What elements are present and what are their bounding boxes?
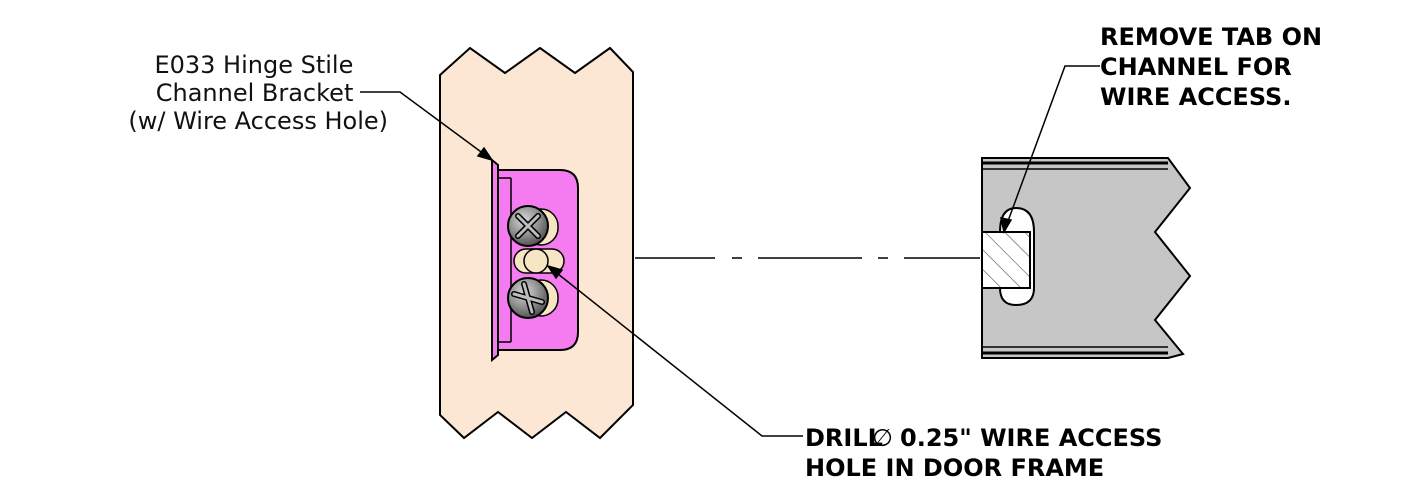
channel-section-body — [981, 157, 1192, 359]
leader-bracket — [360, 91, 494, 162]
drill-note-line1: 0.25" WIRE ACCESS — [900, 424, 1162, 452]
remove-tab-note: REMOVE TAB ON CHANNEL FOR WIRE ACCESS. — [1100, 23, 1330, 111]
bracket-label-line3: (w/ Wire Access Hole) — [128, 107, 388, 135]
remove-tab-line1: REMOVE TAB ON — [1100, 23, 1322, 51]
phillips-screw-icon — [507, 277, 549, 319]
leader-drill — [546, 264, 803, 437]
channel-section — [981, 157, 1192, 359]
leader-remove-tab — [1000, 65, 1100, 235]
bracket-label-line2: Channel Bracket — [156, 79, 354, 107]
remove-tab-line3: WIRE ACCESS. — [1100, 83, 1291, 111]
drill-note: DRILL ∅ 0.25" WIRE ACCESS HOLE IN DOOR F… — [805, 424, 1171, 482]
wire-access-hole — [523, 248, 549, 274]
bracket-flange — [491, 157, 499, 363]
bracket-label-line1: E033 Hinge Stile — [154, 51, 353, 79]
drill-note-line2: HOLE IN DOOR FRAME — [805, 454, 1104, 482]
phillips-screw-icon — [507, 205, 549, 247]
channel-bracket — [491, 157, 579, 363]
diameter-symbol: ∅ — [872, 424, 893, 452]
section-hatch-icon — [981, 231, 1031, 289]
bracket-label: E033 Hinge Stile Channel Bracket (w/ Wir… — [128, 51, 388, 135]
drill-note-prefix: DRILL — [805, 424, 883, 452]
remove-tab-line2: CHANNEL FOR — [1100, 53, 1292, 81]
